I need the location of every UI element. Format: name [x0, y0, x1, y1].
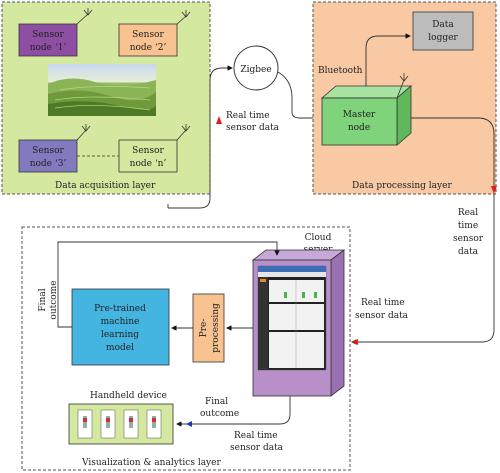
phone-icon [100, 409, 116, 439]
realtime-label-2a: Real [458, 208, 478, 218]
antenna-icon [176, 124, 191, 141]
zigbee-to-master-link [277, 71, 319, 121]
visualization-analytics-layer: Visualization & analytics layer Cloud se… [21, 226, 351, 471]
realtime-label-4a: Real time [234, 431, 278, 441]
realtime-label-1a: Real time [226, 111, 270, 121]
sensor-node-2-label-2: node ‘2’ [130, 42, 167, 53]
realtime-label-3a: Real time [361, 298, 405, 308]
master-node: Master node [320, 73, 413, 146]
master-node-label-2: node [348, 123, 370, 133]
outcome-flow-arrow [186, 421, 192, 427]
final-outcome-left-2: outcome [49, 280, 59, 319]
pretrained-model: Pre-trained machine learning model [71, 288, 170, 366]
data-acquisition-layer: Data acquisition layer Sensor node ‘1’ S… [1, 1, 211, 195]
acquisition-to-zigbee-link [168, 65, 233, 209]
cloud-to-handheld-link [176, 396, 291, 427]
model-label-2: machine [101, 317, 140, 327]
data-processing-layer: Data processing layer Data logger Blueto… [312, 1, 497, 195]
antenna-icon [396, 73, 409, 99]
sensor-node-n-label-1: Sensor [132, 146, 164, 156]
data-logger-label-2: logger [428, 33, 458, 43]
data-logger-label-1: Data [432, 20, 454, 30]
server-screen [257, 265, 327, 371]
preprocessing: Pre- processing [192, 293, 225, 363]
model-to-cloud-link [57, 241, 280, 328]
zigbee-node: Zigbee [233, 45, 279, 91]
sensor-node-1-label-1: Sensor [32, 30, 64, 40]
sensor-node-3: Sensor node ‘3’ [18, 124, 91, 173]
final-outcome-bottom-1: Final [205, 397, 228, 407]
acquisition-layer-label: Data acquisition layer [55, 181, 156, 191]
data-flow-arrow [216, 116, 222, 124]
processing-layer-label: Data processing layer [352, 181, 452, 191]
sensor-node-3-label-2: node ‘3’ [30, 158, 67, 169]
zigbee-label: Zigbee [240, 65, 271, 75]
phone-icon [77, 409, 93, 439]
field-landscape-image [48, 64, 156, 116]
sensor-node-1-label-2: node ‘1’ [30, 42, 67, 53]
model-label-1: Pre-trained [94, 304, 146, 314]
phone-icon [146, 409, 162, 439]
realtime-label-3b: sensor data [355, 311, 409, 321]
analytics-layer-label: Visualization & analytics layer [81, 458, 221, 468]
realtime-label-2d: data [458, 247, 479, 257]
realtime-label-2c: sensor [453, 234, 484, 244]
phone-icon [123, 409, 139, 439]
realtime-label-1b: sensor data [226, 123, 280, 133]
master-node-label-1: Master [343, 110, 376, 120]
handheld-device-label: Handheld device [90, 391, 167, 401]
sensor-node-n: Sensor node ‘n’ [118, 124, 191, 173]
realtime-label-4b: sensor data [230, 443, 284, 453]
sensor-node-3-label-1: Sensor [32, 146, 64, 156]
sensor-node-n-label-2: node ‘n’ [130, 158, 167, 169]
realtime-label-2b: time [458, 221, 478, 231]
handheld-device [68, 403, 174, 445]
cloud-server-label-1: Cloud [305, 233, 332, 243]
antenna-icon [176, 10, 191, 25]
sensor-node-2-label-1: Sensor [132, 30, 164, 40]
model-label-4: model [106, 343, 134, 353]
cloud-server [251, 249, 346, 397]
antenna-icon [76, 8, 93, 25]
final-outcome-left-1: Final [38, 288, 48, 311]
data-flow-arrow [352, 339, 358, 345]
antenna-icon [76, 124, 91, 141]
model-label-3: learning [101, 330, 139, 340]
cloud-input-link [351, 194, 495, 345]
preprocessing-label-1: Pre- [199, 319, 209, 338]
sensor-node-2: Sensor node ‘2’ [118, 10, 191, 57]
master-to-cloud-link [411, 117, 495, 188]
preprocessing-label-2: processing [211, 303, 221, 353]
data-flow-arrow [491, 186, 497, 194]
final-outcome-bottom-2: outcome [200, 409, 239, 419]
sensor-node-1: Sensor node ‘1’ [18, 8, 93, 57]
bluetooth-label: Bluetooth [318, 66, 363, 76]
data-logger: Data logger [412, 11, 474, 51]
bluetooth-link [365, 33, 411, 90]
